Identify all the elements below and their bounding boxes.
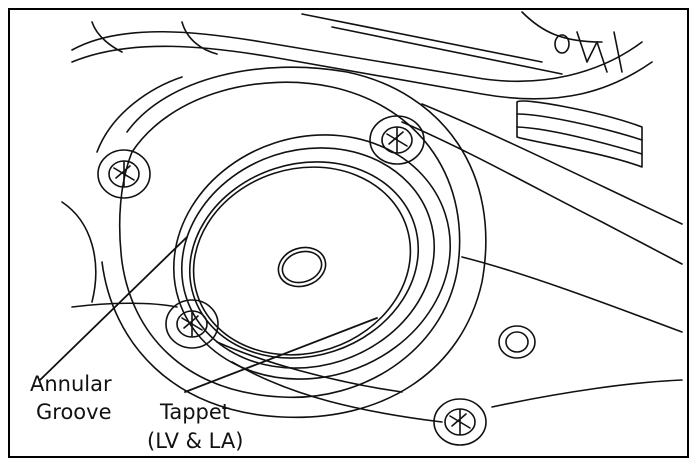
bolt-left-lower [165,299,219,349]
tappet-leader-line [184,317,378,393]
lower-casting [61,201,443,423]
upper-casting [71,11,653,100]
mounting-plate [96,66,487,419]
groove-leader-line [39,236,188,381]
groove-label-line2: Groove [36,400,112,424]
label-layer: Annular Groove Tappet (LV & LA) [30,372,243,453]
groove-label-line1: Annular [30,372,112,396]
figure-frame: Annular Groove Tappet (LV & LA) [8,8,689,458]
bolt-left-upper [97,149,151,199]
tappet-disc [172,134,452,380]
bolt-bottom [433,398,487,446]
bolt-top [369,115,425,165]
tappet-label-line1: Tappet [159,400,230,424]
tappet-label-line2: (LV & LA) [147,429,243,453]
line-drawing [39,11,683,446]
